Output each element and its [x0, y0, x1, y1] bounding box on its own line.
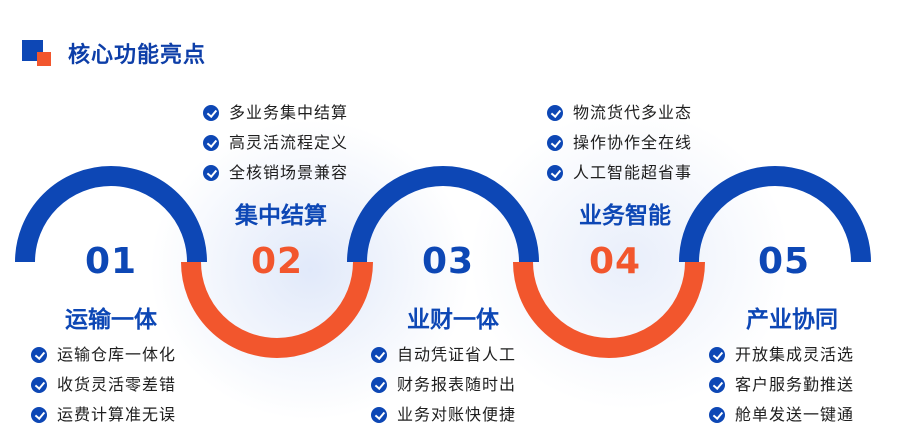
check-circle-icon [547, 135, 563, 151]
arc-step-5 [679, 166, 871, 263]
feature-item: 操作协作全在线 [546, 128, 746, 158]
check-circle-icon [709, 407, 725, 423]
check-circle-icon [31, 407, 47, 423]
feature-item: 人工智能超省事 [546, 158, 746, 188]
feature-item: 开放集成灵活选 [708, 340, 900, 370]
step-1-features: 运输仓库一体化 收货灵活零差错 运费计算准无误 [30, 340, 230, 430]
check-circle-icon [709, 347, 725, 363]
check-circle-icon [203, 165, 219, 181]
step-3-name: 业财一体 [407, 307, 499, 333]
feature-item: 多业务集中结算 [202, 98, 402, 128]
step-2-name: 集中结算 [235, 203, 327, 229]
check-circle-icon [371, 377, 387, 393]
feature-item: 客户服务勤推送 [708, 370, 900, 400]
step-3-number: 03 [421, 241, 475, 282]
check-circle-icon [709, 377, 725, 393]
step-4-name: 业务智能 [579, 203, 671, 229]
arc-step-1 [15, 166, 207, 263]
feature-item: 物流货代多业态 [546, 98, 746, 128]
squares-logo-icon [22, 30, 54, 70]
step-3-features: 自动凭证省人工 财务报表随时出 业务对账快便捷 [370, 340, 570, 430]
check-circle-icon [31, 377, 47, 393]
feature-item: 高灵活流程定义 [202, 128, 402, 158]
feature-item: 全核销场景兼容 [202, 158, 402, 188]
feature-item: 运费计算准无误 [30, 400, 230, 430]
check-circle-icon [203, 105, 219, 121]
check-circle-icon [547, 105, 563, 121]
check-circle-icon [371, 407, 387, 423]
check-circle-icon [31, 347, 47, 363]
check-circle-icon [371, 347, 387, 363]
page-title: 核心功能亮点 [68, 43, 207, 68]
step-5-name: 产业协同 [746, 307, 838, 333]
feature-item: 业务对账快便捷 [370, 400, 570, 430]
step-5-features: 开放集成灵活选 客户服务勤推送 舱单发送一键通 [708, 340, 900, 430]
check-circle-icon [203, 135, 219, 151]
step-4-features: 物流货代多业态 操作协作全在线 人工智能超省事 [546, 98, 746, 188]
arc-step-3 [347, 166, 539, 263]
feature-item: 自动凭证省人工 [370, 340, 570, 370]
step-1-number: 01 [84, 241, 138, 282]
step-2-features: 多业务集中结算 高灵活流程定义 全核销场景兼容 [202, 98, 402, 188]
step-4-number: 04 [588, 241, 642, 282]
arc-step-2 [181, 261, 373, 358]
step-5-number: 05 [757, 241, 811, 282]
arc-step-4 [513, 261, 705, 358]
feature-item: 收货灵活零差错 [30, 370, 230, 400]
feature-item: 运输仓库一体化 [30, 340, 230, 370]
step-2-number: 02 [250, 241, 304, 282]
check-circle-icon [547, 165, 563, 181]
feature-item: 财务报表随时出 [370, 370, 570, 400]
feature-item: 舱单发送一键通 [708, 400, 900, 430]
step-1-name: 运输一体 [65, 307, 157, 333]
